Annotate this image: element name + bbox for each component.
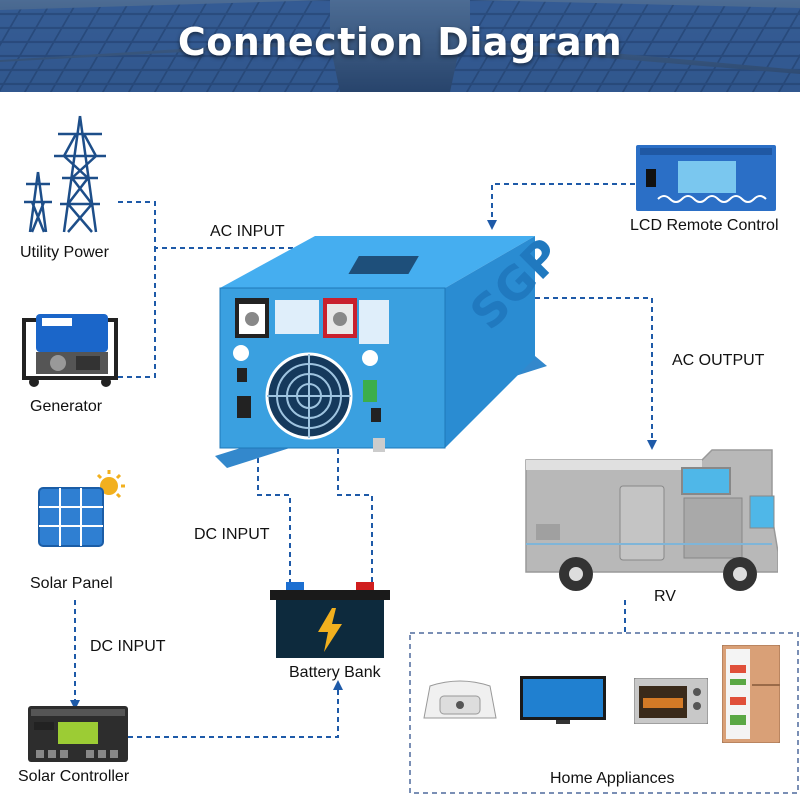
solar-panel-label: Solar Panel	[30, 575, 113, 592]
inverter-to-battery-left-line	[257, 440, 291, 585]
rv-icon	[522, 448, 779, 596]
utility-tower-icon	[18, 112, 128, 234]
inverter-icon: SGP	[205, 228, 572, 473]
generator-to-inverter-line	[118, 248, 156, 378]
generator-label: Generator	[30, 398, 103, 415]
refrigerator-icon	[721, 644, 781, 744]
lcd-remote-label: LCD Remote Control	[630, 217, 779, 234]
home-appliances-label: Home Appliances	[550, 770, 675, 787]
solar-field-background	[0, 0, 800, 92]
appliances-frame	[409, 632, 799, 794]
remote-to-inverter-line	[491, 183, 635, 220]
diagram-title: Connection Diagram	[177, 20, 623, 64]
air-conditioner-icon	[420, 678, 500, 724]
title-banner: Connection Diagram	[0, 0, 800, 92]
inverter-to-rv-line	[535, 297, 653, 440]
rv-label: RV	[654, 588, 676, 605]
oven-icon	[633, 677, 709, 725]
controller-to-battery-line	[128, 690, 339, 738]
arrow-head	[70, 700, 80, 710]
battery-bank-icon	[270, 582, 390, 658]
generator-icon	[22, 312, 118, 388]
ac-output-label: AC OUTPUT	[672, 352, 765, 369]
arrow-head	[333, 680, 343, 690]
ac-input-label: AC INPUT	[210, 223, 285, 240]
utility-to-inverter-line	[118, 201, 325, 249]
arrow-head	[487, 220, 497, 230]
arrow-head	[647, 440, 657, 450]
dc-input-battery-label: DC INPUT	[194, 526, 270, 543]
solar-controller-icon	[28, 706, 128, 762]
lcd-remote-icon	[636, 145, 776, 211]
battery-bank-label: Battery Bank	[289, 664, 381, 681]
solar-controller-label: Solar Controller	[18, 768, 130, 785]
utility-power-label: Utility Power	[20, 244, 109, 261]
solar-panel-icon	[35, 470, 127, 550]
dc-input-solar-label: DC INPUT	[90, 638, 166, 655]
inverter-to-battery-right-line	[337, 440, 373, 585]
television-icon	[520, 676, 606, 724]
